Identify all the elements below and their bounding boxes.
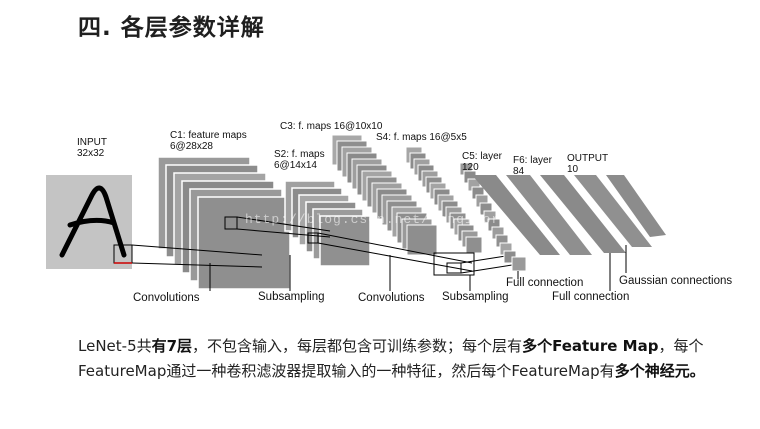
para-text-3: ，每个FeatureMap通过一种卷积滤波器提取输入的一种特征，然后每个Feat… — [78, 337, 704, 380]
s4-feature-maps — [405, 146, 483, 254]
s4-label: S4: f. maps 16@5x5 — [376, 132, 467, 143]
fully-connected-bands — [472, 175, 666, 255]
s2-feature-maps — [284, 180, 371, 267]
para-bold-3: 多个神经元。 — [614, 362, 705, 380]
caption-convolutions-2: Convolutions — [358, 292, 425, 304]
lenet-diagram — [46, 134, 666, 291]
para-bold-1: 有7层 — [151, 337, 193, 355]
image-watermark: http://blog.csdn.net/fanqiforu — [245, 212, 510, 227]
c5-label: C5: layer 120 — [462, 151, 503, 173]
c3-label: C3: f. maps 16@10x10 — [280, 121, 383, 132]
c1-label: C1: feature maps 6@28x28 — [170, 130, 247, 152]
caption-subsampling-2: Subsampling — [442, 291, 509, 303]
s2-label: S2: f. maps 6@14x14 — [274, 149, 325, 171]
section-heading: 四. 各层参数详解 — [78, 15, 265, 41]
f6-label: F6: layer 84 — [513, 155, 552, 177]
description-paragraph: LeNet-5共有7层，不包含输入，每层都包含可训练参数；每个层有多个Featu… — [78, 334, 718, 384]
output-label: OUTPUT 10 — [567, 153, 609, 175]
para-bold-2: 多个Feature Map — [522, 337, 659, 355]
caption-full-connection-1: Full connection — [506, 277, 584, 289]
c1-feature-maps — [157, 156, 291, 290]
lenet-architecture-figure: INPUT 32x32 C1: feature maps 6@28x28 S2:… — [40, 105, 740, 315]
input-letter-a — [59, 185, 127, 258]
para-text-2: ，不包含输入，每层都包含可训练参数；每个层有 — [192, 337, 523, 355]
c3-feature-maps — [331, 134, 438, 256]
caption-gaussian-connections: Gaussian connections — [619, 275, 733, 287]
para-text-1: LeNet-5共 — [78, 337, 152, 355]
caption-full-connection-2: Full connection — [552, 291, 630, 303]
caption-convolutions-1: Convolutions — [133, 292, 200, 304]
c5-layer-units — [459, 162, 527, 272]
input-label: INPUT 32x32 — [77, 137, 107, 159]
caption-subsampling-1: Subsampling — [258, 291, 325, 303]
